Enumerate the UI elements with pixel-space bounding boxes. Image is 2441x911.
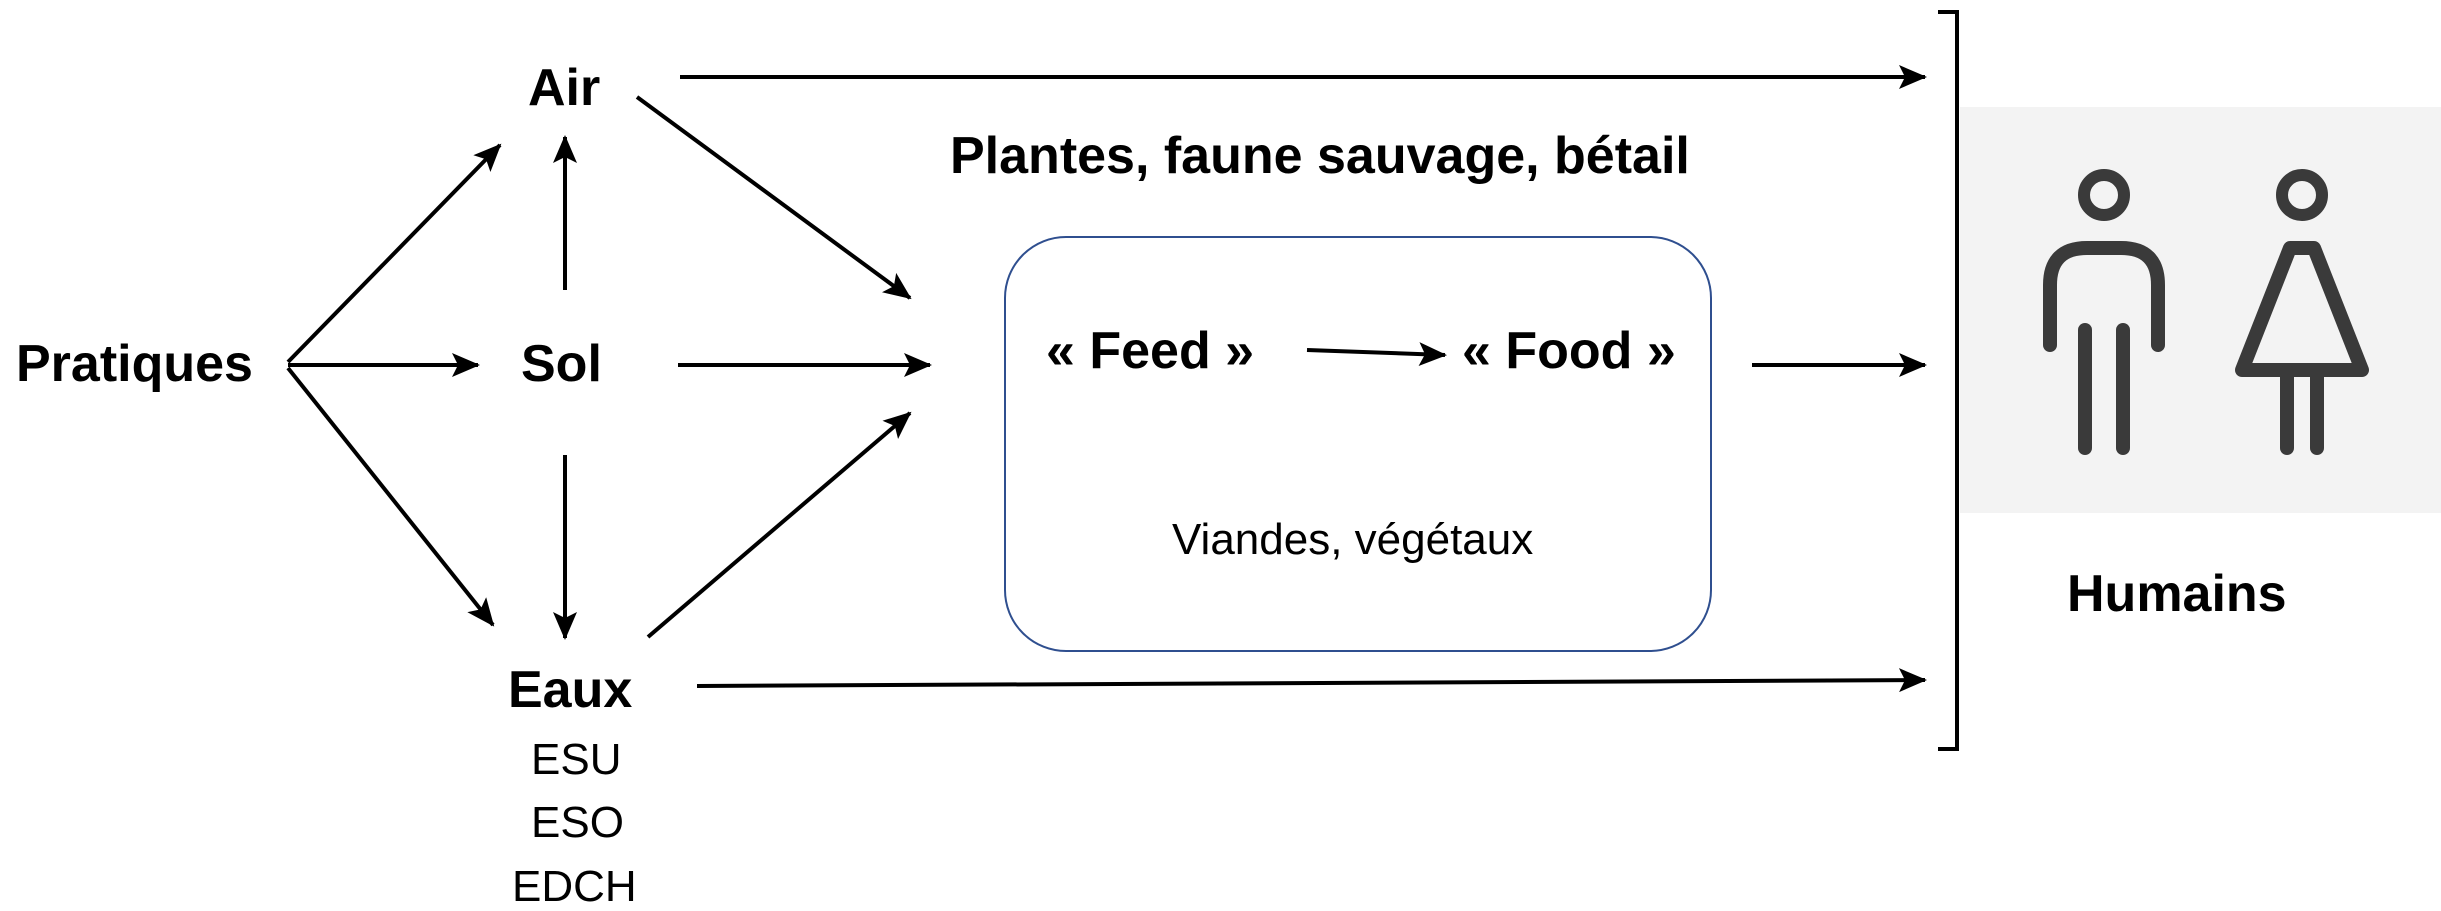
humans-label: Humains bbox=[2067, 565, 2287, 623]
food-chain-heading: Plantes, faune sauvage, bétail bbox=[950, 127, 1690, 185]
arrow-pratiques-air bbox=[286, 143, 502, 364]
woman-icon bbox=[2235, 169, 2369, 455]
node-sol: Sol bbox=[521, 335, 602, 393]
node-eaux: Eaux bbox=[508, 661, 633, 719]
arrow-air-foodchain bbox=[635, 95, 912, 300]
humans-bracket bbox=[1938, 10, 1959, 751]
arrow-eaux-humans bbox=[696, 668, 1927, 693]
food-label: « Food » bbox=[1462, 322, 1676, 380]
arrow-pratiques-eaux bbox=[286, 366, 495, 627]
eaux-sub-esu: ESU bbox=[531, 735, 622, 784]
man-icon bbox=[2043, 169, 2165, 455]
arrow-eaux-foodchain bbox=[646, 411, 912, 639]
food-chain-caption: Viandes, végétaux bbox=[1172, 515, 1534, 564]
eaux-sub-edch: EDCH bbox=[512, 862, 637, 911]
node-air: Air bbox=[528, 59, 601, 117]
humans-panel bbox=[1960, 107, 2441, 513]
feed-label: « Feed » bbox=[1046, 322, 1255, 380]
food-chain-box bbox=[1004, 236, 1712, 652]
arrow-feed-food bbox=[1306, 342, 1447, 367]
eaux-sub-eso: ESO bbox=[531, 798, 624, 847]
node-pratiques: Pratiques bbox=[16, 335, 253, 393]
